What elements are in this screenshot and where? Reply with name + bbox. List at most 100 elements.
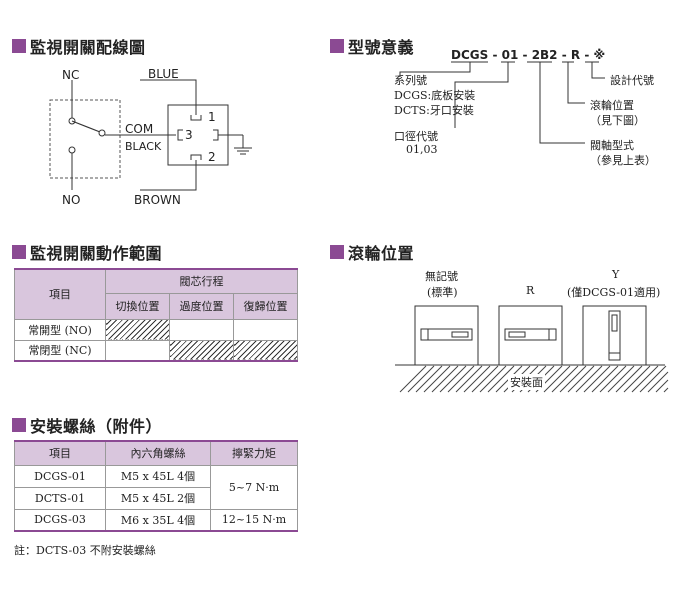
roller-position-label: 滾輪位置 (590, 99, 634, 112)
bore-values: 01,03 (406, 143, 438, 156)
range-sub-switch: 切換位置 (105, 292, 170, 320)
terminal-3 (177, 129, 183, 141)
hatch-stroke (639, 365, 667, 393)
screw-row-item: DCGS-01 (14, 464, 106, 488)
title-bullet (12, 245, 26, 259)
no-contact (68, 146, 76, 154)
hatch-stroke (431, 365, 459, 393)
roller-position-ref: （見下圖） (590, 114, 645, 127)
terminal-2 (190, 154, 202, 160)
hatch-stroke (399, 365, 427, 393)
code-dash: - (584, 48, 590, 62)
series-title: 系列號 (394, 74, 427, 87)
screw-col-torque: 擰緊力矩 (210, 440, 298, 466)
hatch-stroke (655, 379, 669, 393)
hatch-stroke (439, 365, 467, 393)
stem-type-label: 閥軸型式 (590, 139, 634, 152)
hatch-stroke (487, 365, 515, 393)
label-blue: BLUE (148, 67, 179, 81)
switch-housing (49, 99, 121, 179)
range-row-nc: 常閉型 (NC) (14, 339, 106, 362)
design-code-label: 設計代號 (610, 74, 654, 87)
screw-row-spec: M5 x 45L 2個 (105, 486, 211, 510)
range-cell-hatched (233, 339, 298, 362)
code-design: ※ (593, 48, 606, 62)
section-title-roller: 滾輪位置 (330, 240, 414, 264)
hatch-stroke (479, 365, 507, 393)
screw-torque-large: 12~15 N·m (210, 508, 298, 532)
stem-type-ref: （參見上表） (590, 154, 656, 167)
hatch-stroke (551, 365, 579, 393)
section-title-screws: 安裝螺絲（附件） (12, 413, 162, 437)
screw-col-item: 項目 (14, 440, 106, 466)
hatch-stroke (455, 365, 483, 393)
range-sub-transition: 過度位置 (169, 292, 234, 320)
code-dash: - (522, 48, 528, 62)
hatch-stroke (567, 365, 595, 393)
range-row-no: 常開型 (NO) (14, 318, 106, 341)
hatch-stroke (471, 365, 499, 393)
range-cell-hatched (105, 318, 170, 341)
range-col-group: 閥芯行程 (105, 268, 298, 294)
terminal-1-label: 1 (208, 110, 216, 124)
roller-standard-label: 無記號 (425, 270, 458, 283)
screw-table: 項目 內六角螺絲 擰緊力矩 DCGS-01 M5 x 45L 4個 5~7 N·… (14, 440, 298, 532)
model-code: DCGS - 01 - 2B2 - R - ※ (451, 48, 605, 62)
screw-row-item: DCGS-03 (14, 508, 106, 532)
section-title-range: 監視開關動作範圍 (12, 240, 162, 264)
roller-standard-sub: (標準) (427, 286, 458, 299)
model-code-callouts (399, 62, 605, 144)
code-stem: 2B2 (531, 48, 558, 62)
bore-title: 口徑代號 (394, 130, 438, 143)
hatch-stroke (415, 365, 443, 393)
hatch-stroke (407, 365, 435, 393)
terminal-2-label: 2 (208, 150, 216, 164)
hatch-stroke (463, 365, 491, 393)
roller-y-axis (608, 310, 621, 361)
screw-row-item: DCTS-01 (14, 486, 106, 510)
code-dash: - (561, 48, 567, 62)
range-cell-hatched (169, 339, 234, 362)
title-bullet (330, 39, 344, 53)
range-cell-empty (105, 339, 170, 362)
title-bullet (330, 245, 344, 259)
screw-torque-small: 5~7 N·m (210, 464, 298, 510)
label-no: NO (62, 193, 81, 207)
label-nc: NC (62, 68, 80, 82)
code-roller: R (570, 48, 581, 62)
hatch-stroke (647, 371, 669, 393)
section-title-wiring: 監視開關配線圖 (12, 34, 146, 58)
ground-terminal (213, 129, 219, 141)
screw-row-spec: M6 x 35L 4個 (105, 508, 211, 532)
action-range-table: 項目 閥芯行程 切換位置 過度位置 復歸位置 常開型 (NO) 常閉型 (NC) (14, 268, 298, 362)
screw-col-screw: 內六角螺絲 (105, 440, 211, 466)
label-black: BLACK (125, 140, 162, 153)
footnote: 註：DCTS-03 不附安裝螺絲 (14, 544, 156, 557)
code-series: DCGS (451, 48, 489, 62)
code-bore: 01 (501, 48, 519, 62)
series-dcgs: DCGS:底板安裝 (394, 89, 476, 102)
section-title-model: 型號意義 (330, 34, 414, 58)
series-dcts: DCTS:牙口安裝 (394, 104, 474, 117)
range-col-item: 項目 (14, 268, 106, 320)
roller-drawings (395, 305, 669, 393)
hatch-stroke (599, 365, 627, 393)
switch-lever (71, 120, 101, 133)
title-bullet (12, 39, 26, 53)
range-sub-return: 復歸位置 (233, 292, 298, 320)
label-brown: BROWN (134, 193, 181, 207)
roller-y-label: Y (612, 268, 620, 281)
range-cell-empty (233, 318, 298, 341)
hatch-stroke (615, 365, 643, 393)
terminal-3-label: 3 (185, 128, 193, 142)
hatch-stroke (623, 365, 651, 393)
label-com: COM (125, 122, 154, 136)
roller-standard-axis (420, 328, 473, 341)
hatch-stroke (591, 365, 619, 393)
terminal-1 (190, 115, 202, 121)
roller-r-label: R (526, 284, 535, 297)
hatch-stroke (543, 365, 571, 393)
hatch-stroke (559, 365, 587, 393)
title-bullet (12, 418, 26, 432)
